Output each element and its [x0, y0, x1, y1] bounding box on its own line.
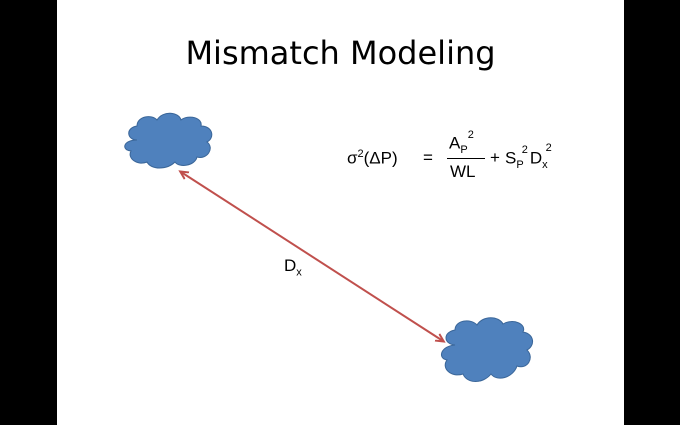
formula-lhs: σ2(ΔP): [347, 148, 398, 169]
formula-term-d-exp: 2: [545, 142, 552, 154]
formula-term-s: S: [505, 148, 517, 168]
formula-num-main: A: [449, 133, 461, 153]
cloud-shape-bottom-right: [440, 317, 533, 382]
formula-equals: =: [423, 148, 433, 167]
formula-term-s-sub: P: [516, 159, 524, 172]
formula-sigma-exp: 2: [357, 148, 364, 160]
formula-fraction-bar: [447, 158, 485, 159]
distance-label-sub: x: [296, 266, 302, 279]
formula-term-s-exp: 2: [521, 144, 528, 156]
distance-label-main: D: [284, 256, 297, 275]
formula-sigma: σ: [347, 148, 358, 168]
formula-term-d-sub: x: [542, 159, 548, 172]
formula-lhs-arg: (ΔP): [363, 148, 398, 168]
slide-title: Mismatch Modeling: [185, 34, 496, 72]
formula-num-exp: 2: [467, 129, 474, 141]
formula-plus: +: [490, 148, 500, 167]
formula-term-d: D: [529, 148, 543, 168]
formula-numerator: AP 2: [449, 129, 474, 157]
distance-arrow: [181, 172, 443, 341]
formula-denominator: WL: [450, 162, 476, 181]
diagram-canvas: [124, 112, 533, 382]
cloud-shape-top-left: [124, 112, 213, 169]
distance-label: Dx: [284, 256, 302, 278]
formula-num-sub: P: [460, 144, 468, 157]
slide: Mismatch Modeling Dx σ2(ΔP) = AP2 WL + S…: [57, 0, 624, 425]
